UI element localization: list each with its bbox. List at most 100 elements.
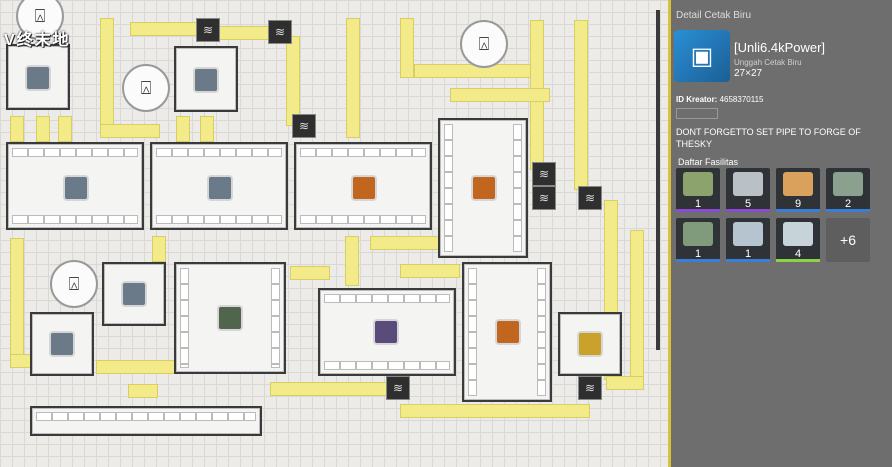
logo-mark-icon: V [4, 32, 17, 49]
facility-count: 5 [744, 198, 752, 210]
facility-machine-icon [783, 172, 813, 196]
conveyor-belt [200, 116, 214, 142]
port-col [444, 124, 453, 252]
conveyor-belt [270, 382, 390, 396]
facility-bottom-strip[interactable] [30, 406, 262, 436]
creator-id-row: ID Kreator: 4658370115 [676, 95, 763, 104]
belt-connector-icon[interactable]: ≋ [292, 114, 316, 138]
blueprint-upload-label[interactable]: Unggah Cetak Biru [734, 58, 802, 67]
conveyor-belt [400, 404, 590, 418]
port-row [300, 148, 426, 157]
rarity-bar [826, 209, 870, 212]
more-facilities-button[interactable]: +6 [826, 218, 870, 262]
conveyor-belt [346, 18, 360, 138]
logo-text: 终末地 [16, 32, 71, 49]
conveyor-belt [574, 20, 588, 190]
facility-row-2[interactable] [150, 142, 288, 230]
facility-core-icon [471, 175, 497, 201]
rarity-bar [676, 259, 720, 262]
map-scrollbar[interactable] [656, 10, 660, 350]
blueprint-size: 27×27 [734, 68, 763, 79]
facility-machine-icon [783, 222, 813, 246]
conveyor-belt [96, 360, 176, 374]
facility-core-icon [351, 175, 377, 201]
belt-connector-icon[interactable]: ≋ [386, 376, 410, 400]
facility-small-left[interactable] [30, 312, 94, 376]
conveyor-belt [130, 22, 200, 36]
conveyor-belt [286, 36, 300, 126]
conveyor-belt [606, 376, 644, 390]
rarity-bar [776, 209, 820, 212]
facility-core-icon [193, 67, 219, 93]
blueprint-thumbnail-icon: ▣ [674, 30, 730, 82]
conveyor-belt [100, 18, 114, 138]
creator-id: 4658370115 [719, 95, 764, 104]
blueprint-canvas[interactable]: ⍓ ⍓ ⍓ ⍓ ≋ ≋ ≋ ≋ ≋ ≋ ≋ ≋ V终末地 [0, 0, 668, 467]
port-row [156, 215, 282, 224]
facility-core-icon [373, 319, 399, 345]
port-row [12, 148, 138, 157]
facility-center-wide[interactable] [318, 288, 456, 376]
facility-far-right[interactable] [558, 312, 622, 376]
facility-right-tall[interactable] [462, 262, 552, 402]
facility-machine-icon [683, 222, 713, 246]
facility-core-icon [217, 305, 243, 331]
conveyor-belt [36, 116, 50, 142]
conveyor-belt [630, 230, 644, 390]
belt-connector-icon[interactable]: ≋ [578, 186, 602, 210]
facility-tile[interactable]: 2 [826, 168, 870, 212]
facility-top-left[interactable] [6, 44, 70, 110]
port-row [12, 215, 138, 224]
facility-list-title: Daftar Fasilitas [667, 157, 739, 168]
conveyor-belt [10, 238, 24, 368]
facility-tile[interactable]: 1 [726, 218, 770, 262]
facility-tile[interactable]: 1 [676, 168, 720, 212]
port-row [156, 148, 282, 157]
port-col [537, 268, 546, 396]
facility-center-tall[interactable] [174, 262, 286, 374]
port-col [513, 124, 522, 252]
facility-top-mid[interactable] [174, 46, 238, 112]
power-relay-icon[interactable]: ⍓ [16, 0, 64, 40]
game-logo: V终末地 [4, 8, 96, 64]
port-col [271, 268, 280, 368]
facility-tall-right[interactable] [438, 118, 528, 258]
blueprint-description: DONT FORGETTO SET PIPE TO FORGE OF THESK… [676, 127, 861, 149]
conveyor-belt [10, 116, 24, 142]
blueprint-name: [Unli6.4kPower] [734, 40, 826, 55]
facility-row-3[interactable] [294, 142, 432, 230]
conveyor-belt [400, 264, 460, 278]
facility-machine-icon [733, 172, 763, 196]
facility-tile[interactable]: 9 [776, 168, 820, 212]
copy-id-button[interactable] [676, 108, 718, 119]
port-row [36, 412, 256, 421]
belt-connector-icon[interactable]: ≋ [268, 20, 292, 44]
facility-tile[interactable]: 1 [676, 218, 720, 262]
facility-core-icon [577, 331, 603, 357]
facility-row-1[interactable] [6, 142, 144, 230]
rarity-bar [726, 209, 770, 212]
belt-connector-icon[interactable]: ≋ [532, 186, 556, 210]
facility-core-icon [63, 175, 89, 201]
power-relay-icon[interactable]: ⍓ [460, 20, 508, 68]
facility-small-mid[interactable] [102, 262, 166, 326]
facility-count: 4 [794, 248, 802, 260]
facility-count: 1 [744, 248, 752, 260]
power-relay-icon[interactable]: ⍓ [122, 64, 170, 112]
rarity-bar [726, 259, 770, 262]
facility-machine-icon [833, 172, 863, 196]
panel-header: Detail Cetak Biru [676, 10, 752, 21]
facility-count: 9 [794, 198, 802, 210]
belt-connector-icon[interactable]: ≋ [532, 162, 556, 186]
rarity-bar [676, 209, 720, 212]
facility-tile[interactable]: 4 [776, 218, 820, 262]
power-relay-icon[interactable]: ⍓ [50, 260, 98, 308]
creator-label: ID Kreator: [676, 95, 718, 104]
rarity-bar [776, 259, 820, 262]
facility-tile[interactable]: 5 [726, 168, 770, 212]
facility-count: 2 [844, 198, 852, 210]
facility-machine-icon [733, 222, 763, 246]
belt-connector-icon[interactable]: ≋ [196, 18, 220, 42]
facility-core-icon [49, 331, 75, 357]
belt-connector-icon[interactable]: ≋ [578, 376, 602, 400]
